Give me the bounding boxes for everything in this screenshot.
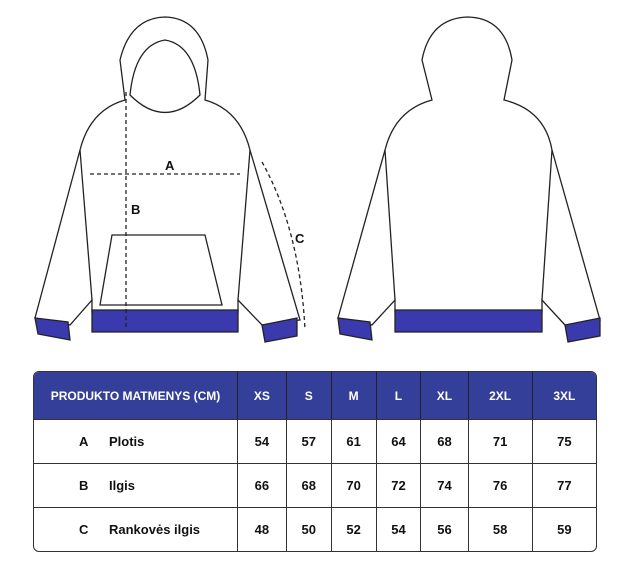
measurement-name: Ilgis [109, 478, 136, 493]
measurement-value: 54 [375, 507, 421, 551]
measurement-value: 76 [467, 463, 532, 507]
measurement-name: Rankovės ilgis [109, 522, 201, 537]
measurement-value: 71 [467, 419, 532, 463]
size-header: M [330, 372, 376, 419]
measurement-value: 57 [285, 419, 331, 463]
size-header: XS [237, 372, 286, 419]
measurement-value: 52 [330, 507, 376, 551]
hoodie-back [337, 16, 601, 343]
measurement-value: 72 [375, 463, 421, 507]
size-header: 3XL [531, 372, 596, 419]
measurement-label: C Rankovės ilgis [34, 507, 237, 551]
measurement-code: C [79, 522, 89, 537]
measurement-value: 74 [420, 463, 468, 507]
size-header: XL [420, 372, 468, 419]
label-a: A [165, 158, 175, 173]
hoodie-front: A B C [34, 16, 306, 343]
measurement-value: 66 [237, 463, 286, 507]
label-c: C [295, 231, 305, 246]
table-header-title: PRODUKTO MATMENYS (CM) [34, 372, 237, 419]
measurement-value: 61 [330, 419, 376, 463]
measurement-value: 68 [420, 419, 468, 463]
size-chart-table: PRODUKTO MATMENYS (CM) XS S M L XL 2XL 3… [33, 371, 597, 552]
measurement-value: 54 [237, 419, 286, 463]
measurement-label: A Plotis [34, 419, 237, 463]
measurement-value: 56 [420, 507, 468, 551]
measurement-value: 68 [285, 463, 331, 507]
measurement-value: 70 [330, 463, 376, 507]
measurement-label: B Ilgis [34, 463, 237, 507]
measurement-value: 50 [285, 507, 331, 551]
measurement-name: Plotis [109, 434, 145, 449]
measurement-code: A [79, 434, 89, 449]
hoodie-illustration: A B C [34, 16, 601, 343]
measurement-value: 75 [531, 419, 596, 463]
size-header: L [375, 372, 421, 419]
measurement-value: 58 [467, 507, 532, 551]
size-header: S [285, 372, 331, 419]
label-b: B [131, 202, 140, 217]
size-header: 2XL [467, 372, 532, 419]
measurement-value: 59 [531, 507, 596, 551]
measurement-value: 48 [237, 507, 286, 551]
measurement-value: 64 [375, 419, 421, 463]
measurement-code: B [79, 478, 89, 493]
measurement-value: 77 [531, 463, 596, 507]
